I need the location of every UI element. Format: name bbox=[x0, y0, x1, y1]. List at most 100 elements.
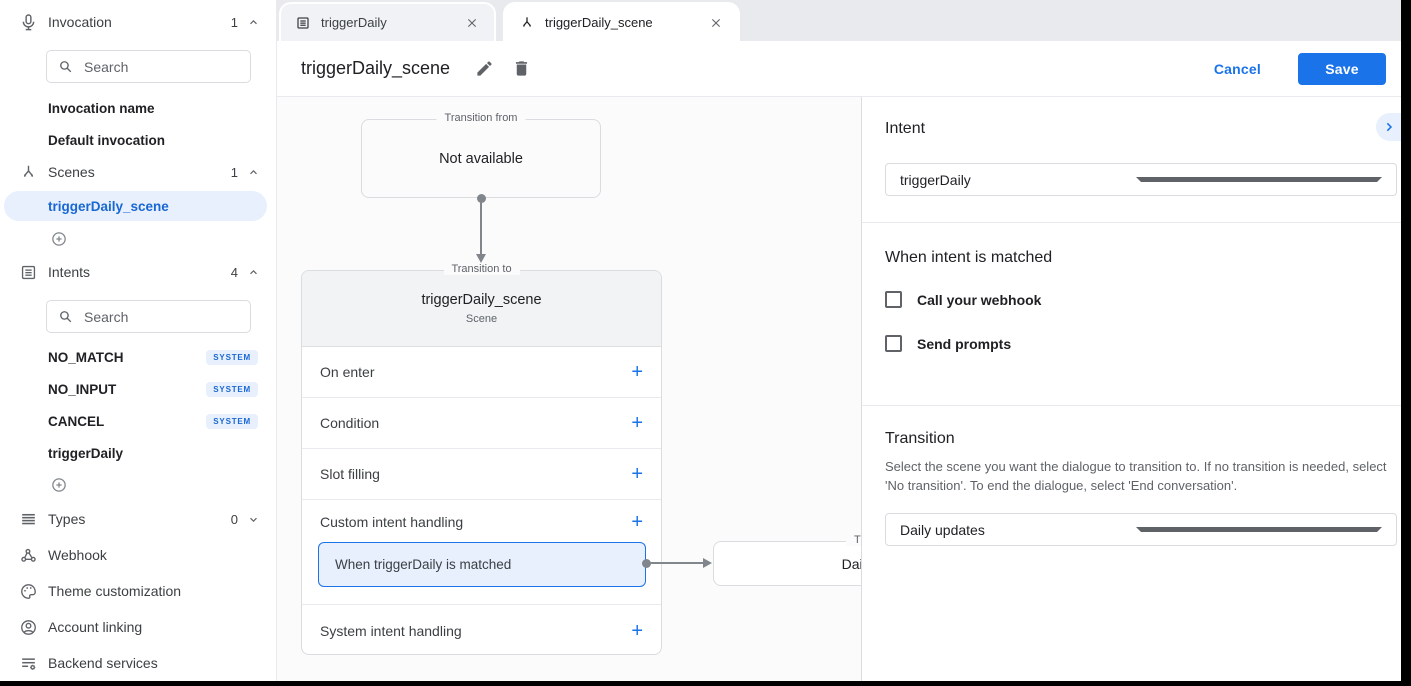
delete-trash-icon[interactable] bbox=[512, 59, 531, 78]
scene-node-header: triggerDaily_scene Scene bbox=[302, 271, 661, 347]
send-prompts-checkbox-row[interactable]: Send prompts bbox=[885, 335, 1011, 352]
transition-from-node: Transition from Not available bbox=[361, 112, 601, 198]
sidebar: Invocation 1 Invocation name Default inv… bbox=[0, 0, 277, 686]
call-webhook-checkbox-row[interactable]: Call your webhook bbox=[885, 291, 1041, 308]
screen-edge bbox=[0, 681, 1411, 686]
connector-dot bbox=[641, 558, 651, 568]
account-person-icon bbox=[19, 618, 38, 637]
sidebar-item-webhook[interactable]: Webhook bbox=[0, 544, 276, 566]
scene-branch-icon bbox=[523, 16, 531, 27]
connector-line bbox=[480, 202, 482, 254]
checkbox-unchecked-icon[interactable] bbox=[885, 291, 902, 308]
sidebar-item-account-linking[interactable]: Account linking bbox=[0, 616, 276, 638]
add-icon[interactable]: + bbox=[631, 412, 643, 434]
plus-circle-icon bbox=[52, 232, 66, 246]
sidebar-item-no-input[interactable]: NO_INPUT SYSTEM bbox=[0, 378, 276, 400]
sidebar-section-scenes[interactable]: Scenes 1 bbox=[0, 161, 276, 183]
chevron-up-icon[interactable] bbox=[247, 266, 260, 279]
arrowhead-down-icon bbox=[475, 254, 486, 263]
sidebar-item-triggerdaily-scene-selected[interactable]: triggerDaily_scene bbox=[4, 191, 267, 221]
sidebar-section-types[interactable]: Types 0 bbox=[0, 508, 276, 530]
search-input[interactable] bbox=[84, 308, 224, 325]
intent-select-value: triggerDaily bbox=[900, 171, 971, 188]
add-intent-button[interactable] bbox=[50, 476, 68, 494]
plus-circle-icon bbox=[52, 478, 66, 492]
add-icon[interactable]: + bbox=[631, 619, 643, 642]
tab-label: triggerDaily bbox=[321, 15, 387, 30]
add-icon[interactable]: + bbox=[631, 361, 643, 383]
row-system-intent-handling[interactable]: System intent handling + bbox=[320, 619, 643, 642]
dropdown-caret-icon bbox=[1136, 177, 1382, 182]
backend-services-icon bbox=[19, 654, 38, 673]
chevron-right-icon bbox=[1386, 122, 1392, 132]
intent-select[interactable]: triggerDaily bbox=[885, 163, 1397, 196]
close-tab-icon[interactable] bbox=[464, 15, 480, 31]
sidebar-item-backend-services[interactable]: Backend services bbox=[0, 652, 276, 674]
tab-bar: triggerDaily triggerDaily_scene bbox=[277, 0, 1401, 41]
sidebar-item-default-invocation[interactable]: Default invocation bbox=[48, 132, 166, 148]
section-count: 1 bbox=[230, 14, 238, 30]
tab-triggerdaily[interactable]: triggerDaily bbox=[281, 4, 494, 41]
cancel-button[interactable]: Cancel bbox=[1213, 60, 1261, 77]
custom-intent-handling-header[interactable]: Custom intent handling + bbox=[320, 511, 643, 533]
close-tab-icon[interactable] bbox=[708, 15, 724, 31]
page-title: triggerDaily_scene bbox=[301, 58, 451, 78]
system-badge: SYSTEM bbox=[206, 413, 258, 429]
divider bbox=[862, 222, 1401, 223]
scene-node[interactable]: Transition to triggerDaily_scene Scene O… bbox=[301, 263, 662, 655]
connector-dot bbox=[476, 193, 486, 203]
edit-pencil-icon[interactable] bbox=[475, 59, 494, 78]
transition-select[interactable]: Daily updates bbox=[885, 513, 1397, 546]
sidebar-item-triggerdaily-intent[interactable]: triggerDaily bbox=[48, 445, 124, 461]
sidebar-section-invocation[interactable]: Invocation 1 bbox=[0, 11, 276, 33]
scene-node-subtitle: Scene bbox=[465, 313, 498, 325]
section-count: 0 bbox=[230, 511, 238, 527]
row-slot-filling[interactable]: Slot filling + bbox=[302, 449, 661, 500]
scene-node-title: triggerDaily_scene bbox=[421, 292, 542, 308]
transition-select-value: Daily updates bbox=[900, 521, 985, 538]
screen-edge bbox=[1401, 0, 1411, 686]
intents-list-icon bbox=[297, 16, 309, 29]
search-icon bbox=[60, 311, 72, 323]
palette-icon bbox=[19, 582, 38, 601]
checkbox-unchecked-icon[interactable] bbox=[885, 335, 902, 352]
section-count: 4 bbox=[230, 264, 238, 280]
system-badge: SYSTEM bbox=[206, 349, 258, 365]
section-label: Intents bbox=[48, 264, 91, 280]
transition-heading: Transition bbox=[885, 430, 955, 447]
add-icon[interactable]: + bbox=[631, 511, 643, 533]
row-custom-intent-handling: Custom intent handling + When triggerDai… bbox=[302, 500, 661, 605]
row-condition[interactable]: Condition + bbox=[302, 398, 661, 449]
divider bbox=[862, 405, 1401, 406]
section-label: Types bbox=[48, 511, 86, 527]
save-button[interactable]: Save bbox=[1298, 52, 1386, 85]
transition-description: Select the scene you want the dialogue t… bbox=[885, 459, 1387, 493]
chevron-up-icon[interactable] bbox=[247, 166, 260, 179]
chevron-down-icon[interactable] bbox=[247, 513, 260, 526]
sidebar-item-invocation-name[interactable]: Invocation name bbox=[48, 100, 155, 116]
sidebar-section-intents[interactable]: Intents 4 bbox=[0, 261, 276, 283]
scene-branch-icon bbox=[19, 163, 38, 182]
chevron-up-icon[interactable] bbox=[247, 16, 260, 29]
tab-triggerdaily-scene[interactable]: triggerDaily_scene bbox=[505, 4, 738, 41]
invocation-search[interactable] bbox=[46, 50, 251, 83]
arrowhead-right-icon bbox=[703, 557, 712, 568]
sidebar-item-no-match[interactable]: NO_MATCH SYSTEM bbox=[0, 346, 276, 368]
sidebar-item-theme-customization[interactable]: Theme customization bbox=[0, 580, 276, 602]
sidebar-item-cancel-intent[interactable]: CANCEL SYSTEM bbox=[0, 410, 276, 432]
tab-label: triggerDaily_scene bbox=[545, 15, 653, 30]
dropdown-caret-icon bbox=[1136, 527, 1382, 532]
collapse-panel-button[interactable] bbox=[1376, 113, 1401, 141]
intent-details-panel: Intent triggerDaily When intent is match… bbox=[861, 97, 1401, 681]
add-icon[interactable]: + bbox=[631, 463, 643, 485]
section-label: Scenes bbox=[48, 164, 95, 180]
intent-handler-chip-selected[interactable]: When triggerDaily is matched bbox=[318, 542, 646, 587]
connector-line bbox=[649, 562, 703, 564]
intents-search[interactable] bbox=[46, 300, 251, 333]
when-intent-matched-heading: When intent is matched bbox=[885, 249, 1053, 266]
add-scene-button[interactable] bbox=[50, 230, 68, 248]
search-input[interactable] bbox=[84, 58, 224, 75]
row-on-enter[interactable]: On enter + bbox=[302, 347, 661, 398]
search-icon bbox=[60, 61, 72, 73]
microphone-icon bbox=[19, 13, 38, 32]
